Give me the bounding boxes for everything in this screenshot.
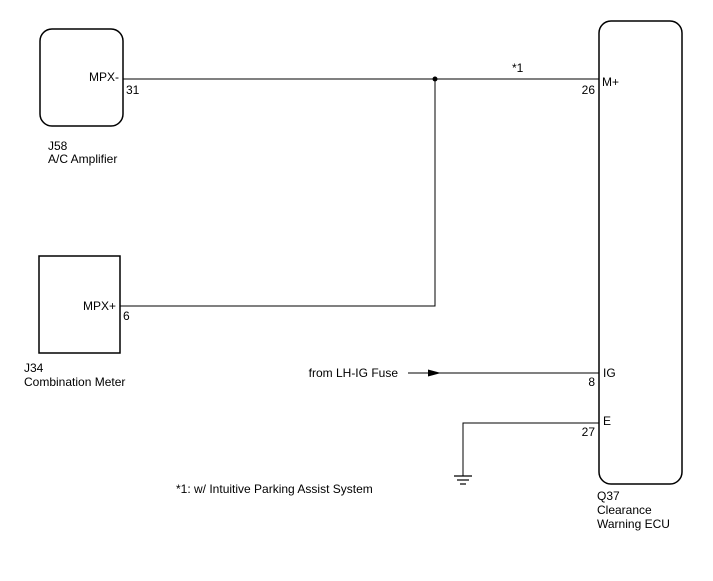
ecu-pin-e-label: E: [603, 414, 611, 428]
ig-supply-wiring: from LH-IG Fuse: [309, 366, 599, 380]
wire-note-marker: *1: [512, 61, 524, 75]
clearance-ecu-id: Q37: [597, 489, 620, 503]
combination-meter-component: MPX+ 6 J34 Combination Meter: [24, 255, 130, 389]
clearance-ecu-component: M+ 26 IG 8 E 27 Q37 Clearance Warning EC…: [582, 20, 683, 531]
ecu-pin-ig-number: 8: [588, 375, 595, 389]
clearance-ecu-name-line2: Warning ECU: [597, 517, 670, 531]
ac-amplifier-pin-label: MPX-: [89, 70, 119, 84]
clearance-ecu-name-line1: Clearance: [597, 503, 652, 517]
ig-source-label: from LH-IG Fuse: [309, 366, 399, 380]
ground-wire: [462, 422, 599, 476]
clearance-ecu-box: [598, 20, 683, 485]
footnote: *1: w/ Intuitive Parking Assist System: [176, 482, 373, 496]
ecu-pin-ig-label: IG: [603, 366, 616, 380]
ig-arrow-icon: [428, 369, 441, 377]
ground-symbol-icon: [454, 475, 472, 485]
combination-meter-pin-number: 6: [123, 309, 130, 323]
mpx-bus-wiring: *1: [120, 61, 599, 307]
ecu-pin-e-number: 27: [582, 425, 596, 439]
mpx-plus-wire: [120, 79, 436, 307]
ecu-pin-m-plus-number: 26: [582, 83, 596, 97]
ac-amplifier-component: MPX- 31 J58 A/C Amplifier: [39, 28, 140, 166]
ground-wiring: [454, 422, 599, 485]
wire-junction-dot: [432, 76, 438, 82]
combination-meter-pin-label: MPX+: [83, 299, 116, 313]
combination-meter-id: J34: [24, 361, 44, 375]
ac-amplifier-pin-number: 31: [126, 83, 140, 97]
ac-amplifier-name: A/C Amplifier: [48, 152, 117, 166]
ecu-pin-m-plus-label: M+: [602, 75, 619, 89]
ac-amplifier-box: [39, 28, 124, 127]
combination-meter-box: [38, 255, 121, 354]
ac-amplifier-id: J58: [48, 139, 68, 153]
combination-meter-name: Combination Meter: [24, 375, 125, 389]
